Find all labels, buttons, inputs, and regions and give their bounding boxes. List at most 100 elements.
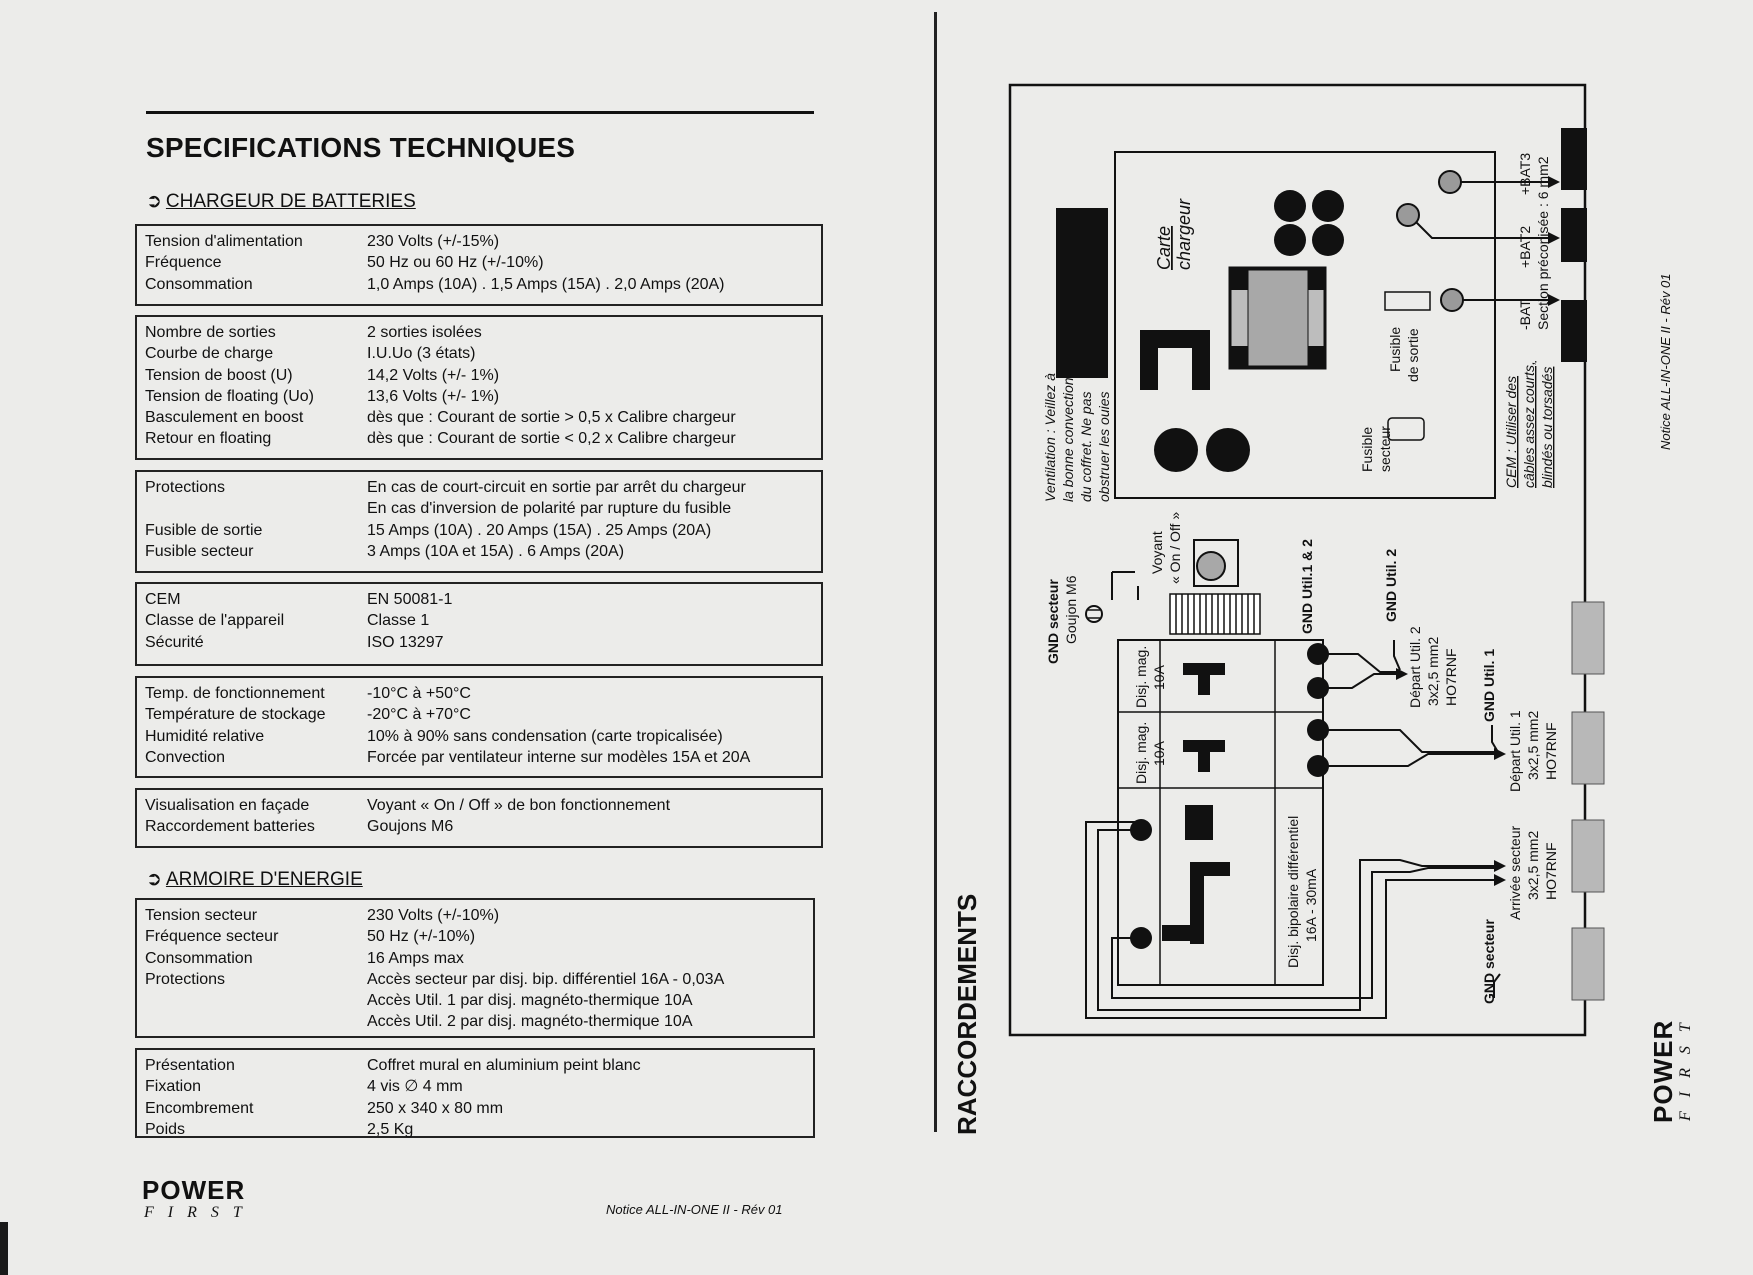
- breaker-terminal: [1307, 719, 1329, 741]
- spec-row: Température de stockage-20°C à +70°C: [137, 704, 821, 725]
- spec-label: Encombrement: [145, 1099, 254, 1117]
- spec-value: dès que : Courant de sortie > 0,5 x Cali…: [367, 409, 736, 427]
- indicator-light: [1196, 551, 1226, 581]
- label-cem-1: CEM : Utiliser des: [1503, 376, 1519, 488]
- spec-label: Tension de boost (U): [145, 366, 293, 384]
- label-disj-mag-2b: 10A: [1151, 740, 1167, 766]
- battery-stud: [1561, 208, 1587, 262]
- chargeur-heading-text: CHARGEUR DE BATTERIES: [165, 191, 416, 212]
- wire-util2: [1328, 653, 1402, 689]
- ground-stud-icon: [1085, 605, 1103, 623]
- spec-value: 15 Amps (10A) . 20 Amps (15A) . 25 Amps …: [367, 521, 712, 539]
- label-bat2: +BAT2: [1517, 226, 1533, 268]
- wire-bat2: [1415, 221, 1555, 239]
- spec-value: 50 Hz (+/-10%): [367, 928, 476, 946]
- spec-value: Coffret mural en aluminium peint blanc: [367, 1057, 641, 1074]
- spec-label: Retour en floating: [145, 430, 272, 448]
- spec-value: 1,0 Amps (10A) . 1,5 Amps (15A) . 2,0 Am…: [367, 275, 725, 293]
- spec-value: 10% à 90% sans condensation (carte tropi…: [367, 727, 723, 745]
- spec-label: Fusible de sortie: [145, 521, 263, 539]
- spec-value: 250 x 340 x 80 mm: [367, 1099, 504, 1117]
- label-carte: Carte: [1154, 226, 1174, 270]
- label-voyant-2: « On / Off »: [1167, 512, 1183, 584]
- arrow-right-icon: [1494, 860, 1506, 872]
- capacitor: [1274, 224, 1306, 256]
- power-first-logo: POWER F I R S T: [140, 1175, 300, 1224]
- spec-label: Tension d'alimentation: [145, 233, 303, 250]
- spec-label: Consommation: [145, 949, 253, 967]
- spec-label: Poids: [145, 1120, 186, 1138]
- capacitor: [1312, 190, 1344, 222]
- charger-card: [1114, 151, 1496, 499]
- spec-row: Fusible de sortie 15 Amps (10A) . 20 Amps…: [137, 520, 821, 541]
- footer-note: Notice ALL-IN-ONE II - Rév 01: [606, 1202, 783, 1217]
- label-ventilation-2: la bonne convection: [1060, 377, 1076, 502]
- label-disj-diff-1: Disj. bipolaire différentiel: [1285, 816, 1301, 968]
- spec-value: En cas d'inversion de polarité par ruptu…: [367, 500, 732, 518]
- label-depart-util1-1: Départ Util. 1: [1507, 710, 1523, 792]
- spec-row: En cas d'inversion de polarité par ruptu…: [137, 498, 821, 519]
- mains-fuse: [1387, 417, 1425, 441]
- indicator-housing: [1193, 539, 1239, 587]
- spec-row: Accès Util. 2 par disj. magnéto-thermiqu…: [137, 1011, 813, 1032]
- label-depart-util1-3: HO7RNF: [1543, 722, 1559, 780]
- ventilation-grille: [1056, 208, 1108, 378]
- spec-label: Basculement en boost: [145, 409, 304, 427]
- spec-value: -20°C à +70°C: [367, 706, 471, 724]
- capacitor: [1154, 428, 1198, 472]
- spec-value: 50 Hz ou 60 Hz (+/-10%): [367, 254, 544, 272]
- spec-label: Protections: [145, 970, 226, 988]
- cable-gland: [1571, 927, 1605, 1001]
- label-disj-mag-1b: 10A: [1151, 664, 1167, 690]
- spec-row: Consommation 16 Amps max: [137, 948, 813, 969]
- label-ventilation-4: obstruer les ouies: [1096, 391, 1112, 502]
- spec-label: Courbe de charge: [145, 345, 274, 363]
- spec-label: Classe de l'appareil: [145, 612, 285, 630]
- spec-value: I.U.Uo (3 états): [367, 345, 476, 363]
- logo-sub: F I R S T: [143, 1204, 247, 1219]
- label-chargeur: chargeur: [1174, 198, 1194, 270]
- spec-row: Temp. de fonctionnement-10°C à +50°C: [137, 683, 821, 704]
- spec-row: Consommation 1,0 Amps (10A) . 1,5 Amps (1…: [137, 274, 821, 295]
- specifications-page: SPECIFICATIONS TECHNIQUES ➲CHARGEUR DE B…: [135, 111, 823, 1224]
- spec-value: Forcée par ventilateur interne sur modèl…: [367, 748, 751, 766]
- label-gnd-util2: GND Util. 2: [1383, 549, 1399, 622]
- armoire-heading-text: ARMOIRE D'ENERGIE: [165, 869, 363, 890]
- cable-gland: [1571, 711, 1605, 785]
- label-fusible-sortie-2: de sortie: [1405, 328, 1421, 382]
- label-arrivee-3: HO7RNF: [1543, 842, 1559, 900]
- spec-label: Tension de floating (Uo): [145, 387, 314, 405]
- spec-value: 16 Amps max: [367, 949, 464, 967]
- label-gnd-util12: GND Util.1 & 2: [1299, 539, 1315, 634]
- arrow-right-icon: [1548, 294, 1560, 306]
- terminal-bat2: [1396, 203, 1420, 227]
- spec-label: Fréquence: [145, 254, 222, 272]
- label-depart-util1-2: 3x2,5 mm2: [1525, 711, 1541, 780]
- logo-word: POWER: [1648, 1020, 1678, 1123]
- spec-value: Accès Util. 2 par disj. magnéto-thermiqu…: [367, 1013, 693, 1031]
- arrow-right-icon: [1548, 232, 1560, 244]
- terminal-minus-bat: [1440, 288, 1464, 312]
- spec-row: Fréquence 50 Hz ou 60 Hz (+/-10%): [137, 252, 821, 273]
- terminal-bat3: [1438, 170, 1462, 194]
- spec-value: Accès Util. 1 par disj. magnéto-thermiqu…: [367, 992, 693, 1010]
- label-ventilation-3: du coffret. Ne pas: [1078, 391, 1094, 502]
- label-fusible-secteur-2: secteur: [1377, 426, 1393, 472]
- breaker-terminal: [1307, 643, 1329, 665]
- spec-label: Consommation: [145, 275, 253, 293]
- label-minus-bat: -BAT: [1517, 299, 1533, 330]
- logo-word: POWER: [142, 1175, 245, 1205]
- test-button: [1185, 805, 1213, 840]
- label-cem-2: câbles assez courts,: [1521, 361, 1537, 488]
- battery-stud: [1561, 128, 1587, 190]
- cable-gland: [1571, 819, 1605, 893]
